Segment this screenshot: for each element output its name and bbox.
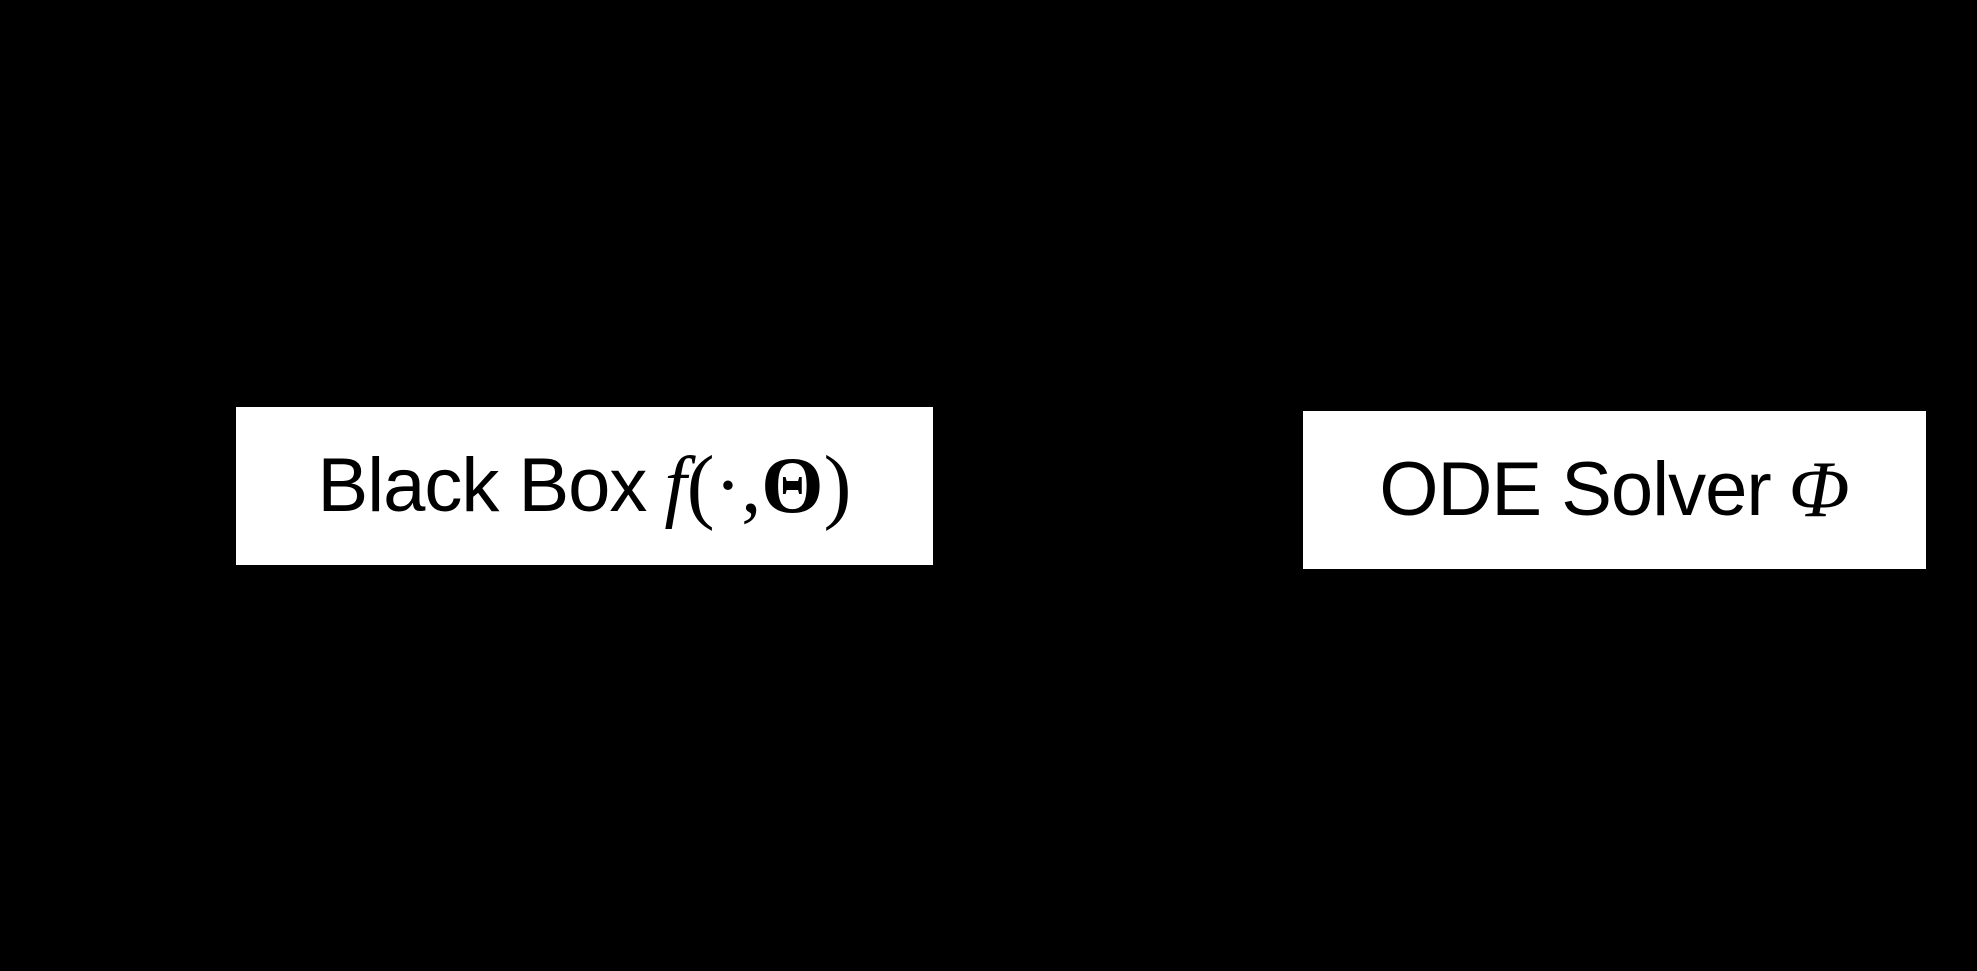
black-box-node: Black Box f ( ·, Θ ) bbox=[236, 407, 933, 565]
close-paren: ) bbox=[823, 439, 852, 532]
ode-solver-node: ODE Solver Φ bbox=[1303, 411, 1926, 569]
ode-solver-label: ODE Solver bbox=[1379, 447, 1771, 532]
phi-symbol: Φ bbox=[1788, 446, 1850, 534]
black-box-label: Black Box bbox=[317, 443, 648, 528]
argument-placeholder: ·, bbox=[714, 442, 762, 530]
open-paren: ( bbox=[686, 439, 715, 532]
theta-parameter-symbol: Θ bbox=[761, 442, 824, 530]
function-symbol-f: f bbox=[664, 442, 687, 530]
